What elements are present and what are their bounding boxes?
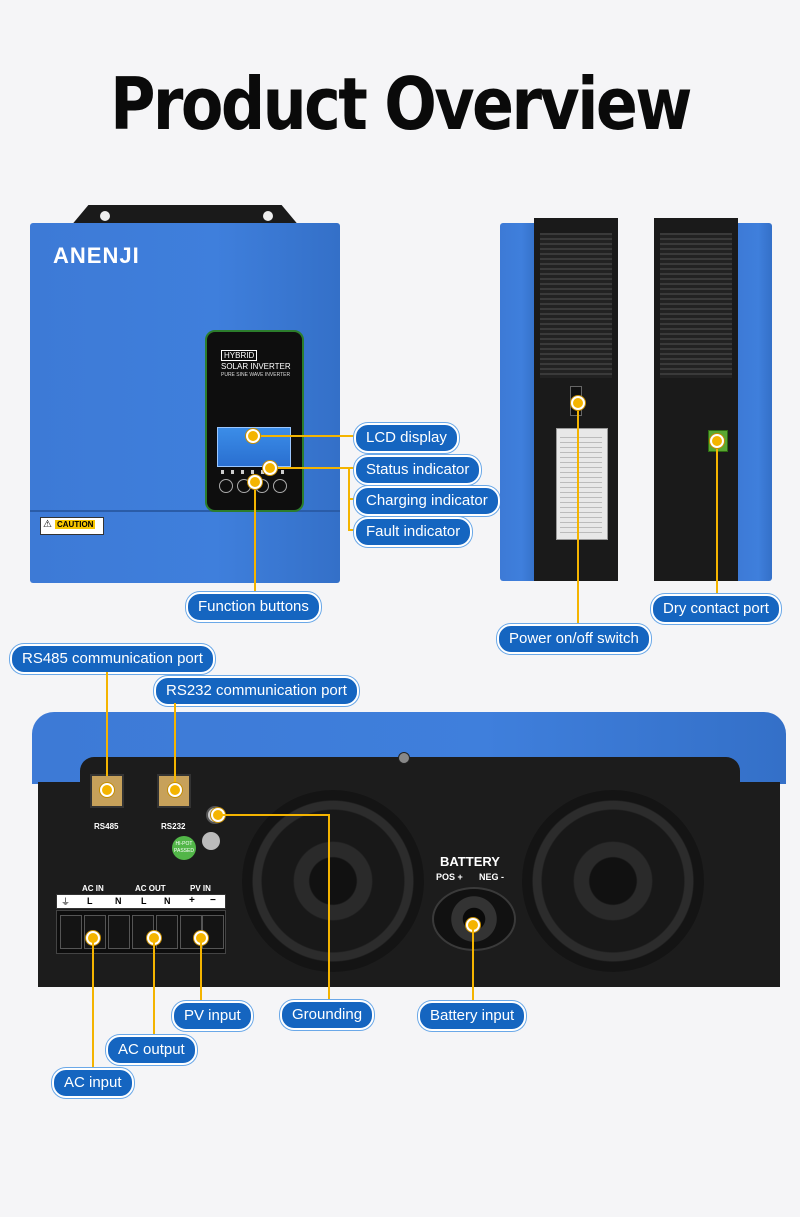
callout-charging-indicator: Charging indicator bbox=[354, 486, 500, 516]
callout-lcd-display: LCD display bbox=[354, 423, 459, 453]
rs232-label: RS232 bbox=[161, 822, 186, 831]
callout-power-switch: Power on/off switch bbox=[497, 624, 651, 654]
mounting-bracket bbox=[70, 205, 300, 227]
callout-fault-indicator: Fault indicator bbox=[354, 517, 473, 547]
callout-dry-contact-port: Dry contact port bbox=[651, 594, 781, 624]
callout-grounding: Grounding bbox=[280, 1000, 375, 1030]
front-view: ANENJI ⚠ CAUTION HYBRID SOLAR INVERTER P… bbox=[25, 205, 345, 590]
callout-pv-input: PV input bbox=[172, 1001, 253, 1031]
panel-hybrid: HYBRID bbox=[221, 350, 258, 361]
ac-in-label: AC IN bbox=[82, 884, 104, 893]
callout-rs485-port: RS485 communication port bbox=[10, 644, 215, 674]
callout-ac-input: AC input bbox=[52, 1068, 134, 1098]
caution-label: ⚠ CAUTION bbox=[40, 517, 104, 535]
ground-symbol-icon: ⏚ bbox=[61, 897, 71, 907]
led-indicators bbox=[221, 470, 287, 474]
battery-label: BATTERY bbox=[440, 854, 500, 869]
cooling-fan-right bbox=[522, 790, 704, 972]
rs485-label: RS485 bbox=[94, 822, 119, 831]
callout-battery-input: Battery input bbox=[418, 1001, 527, 1031]
ac-out-label: AC OUT bbox=[135, 884, 166, 893]
battery-neg-label: NEG - bbox=[479, 872, 505, 882]
callout-function-buttons: Function buttons bbox=[186, 592, 321, 622]
callout-rs232-port: RS232 communication port bbox=[154, 676, 359, 706]
cooling-fan-left bbox=[242, 790, 424, 972]
function-button-4[interactable] bbox=[273, 479, 287, 493]
panel-solar-inverter: SOLAR INVERTER bbox=[221, 362, 291, 371]
bottom-view: RS485 RS232 HI-POT PASSED AC IN AC OUT P… bbox=[32, 712, 786, 987]
side-view-right bbox=[654, 218, 772, 586]
warning-icon: ⚠ bbox=[43, 519, 52, 530]
side-view-left bbox=[500, 218, 618, 586]
callout-status-indicator: Status indicator bbox=[354, 455, 482, 485]
page-title: Product Overview bbox=[110, 62, 692, 146]
panel-pure-sine: PURE SINE WAVE INVERTER bbox=[221, 372, 291, 378]
function-button-1[interactable] bbox=[219, 479, 233, 493]
battery-pos-label: POS + bbox=[436, 872, 463, 882]
brand-logo: ANENJI bbox=[53, 243, 140, 268]
pv-in-label: PV IN bbox=[190, 884, 211, 893]
callout-ac-output: AC output bbox=[106, 1035, 197, 1065]
terminal-header: ⏚ L N L N + − bbox=[56, 894, 226, 909]
hipot-badge: HI-POT PASSED bbox=[172, 836, 196, 860]
